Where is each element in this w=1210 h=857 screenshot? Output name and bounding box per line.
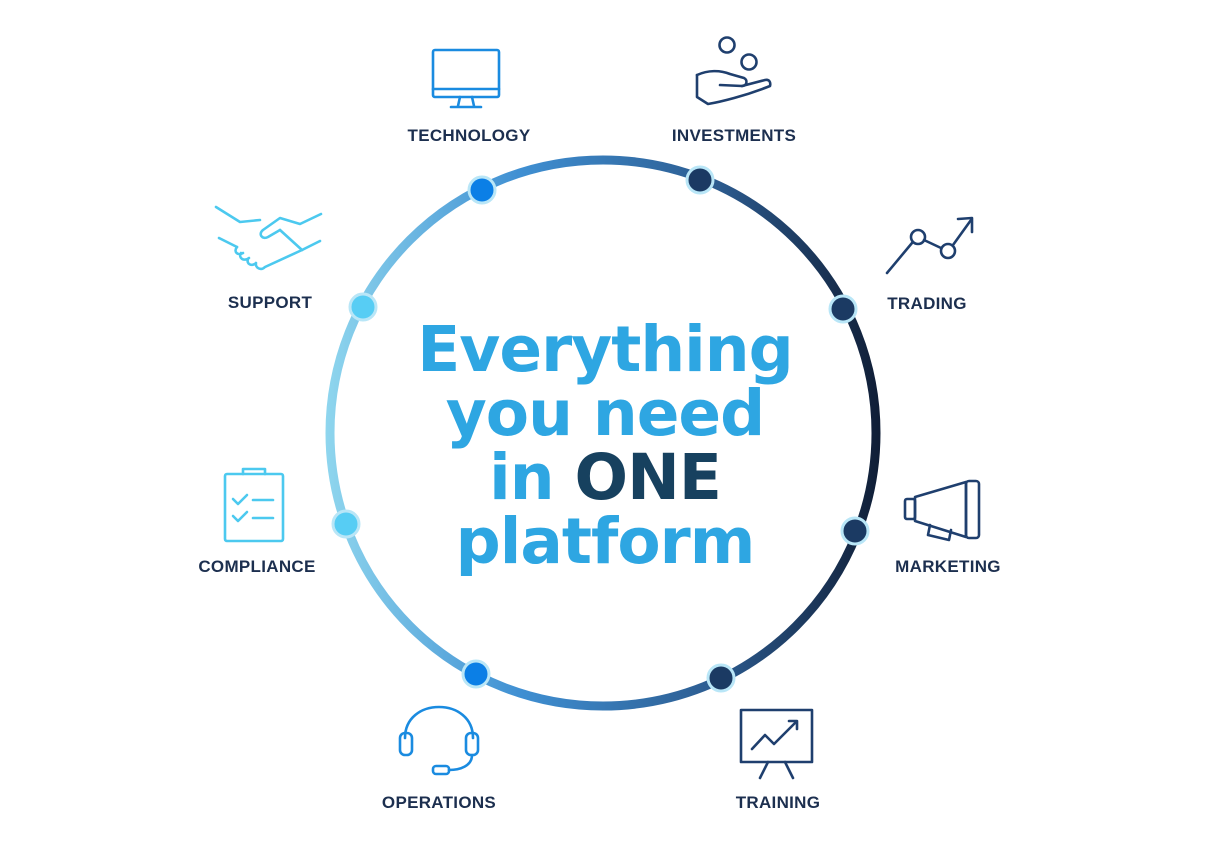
hand-coins-icon xyxy=(695,36,772,106)
headset-icon xyxy=(398,705,480,776)
label-support: SUPPORT xyxy=(227,293,313,312)
ring-node-marketing xyxy=(840,516,870,546)
platform-ring xyxy=(325,155,881,711)
trend-up-icon xyxy=(885,216,974,275)
monitor-icon xyxy=(431,48,501,109)
presentation-board-icon xyxy=(739,708,814,780)
headline-line-2: you need xyxy=(445,377,766,450)
label-marketing: MARKETING xyxy=(895,557,1001,576)
label-technology: TECHNOLOGY xyxy=(407,126,531,145)
ring-node-support xyxy=(348,292,378,322)
ring-node-operations xyxy=(461,659,491,689)
label-operations: OPERATIONS xyxy=(381,793,497,812)
megaphone-icon xyxy=(903,479,981,542)
label-trading: TRADING xyxy=(887,294,967,313)
label-investments: INVESTMENTS xyxy=(671,126,797,145)
center-headline: Everything you need in ONE platform xyxy=(395,318,815,574)
label-compliance: COMPLIANCE xyxy=(198,557,316,576)
headline-line-1: Everything xyxy=(417,313,793,386)
label-training: TRAINING xyxy=(735,793,821,812)
ring-node-training xyxy=(706,663,736,693)
checklist-clipboard-icon xyxy=(223,467,285,543)
headline-line-3: in ONE xyxy=(395,446,815,510)
ring-node-compliance xyxy=(331,509,361,539)
ring-node-investments xyxy=(685,165,715,195)
headline-line-4: platform xyxy=(455,505,756,578)
handshake-icon xyxy=(214,205,323,271)
ring-node-trading xyxy=(828,294,858,324)
ring-node-technology xyxy=(467,175,497,205)
headline-in: in xyxy=(489,441,554,514)
headline-one: ONE xyxy=(574,441,722,514)
